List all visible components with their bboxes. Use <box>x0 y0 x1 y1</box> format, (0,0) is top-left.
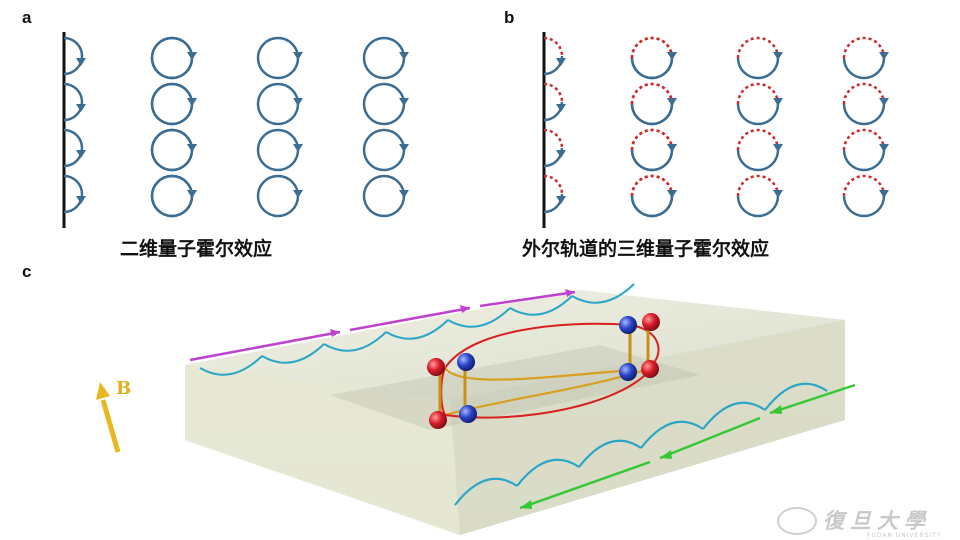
chiral-arrow-bottom <box>769 383 856 415</box>
cyclotron-orbit-a <box>150 128 197 172</box>
cyclotron-orbit-a <box>362 174 409 218</box>
arrow-head-top <box>330 329 340 337</box>
bottom-surface-fermi-arcs <box>454 382 856 510</box>
surface-arc-bottom <box>454 477 518 506</box>
edge-skipping-orbit-b <box>543 82 566 122</box>
surface-arc-top <box>199 355 263 376</box>
chiral-arrow-bottom <box>659 416 761 460</box>
chiral-arrow-top <box>479 290 576 308</box>
surface-arc-bottom <box>764 382 828 411</box>
fudan-university-watermark: 復旦大學 FUDAN UNIVERSITY <box>775 505 960 540</box>
cyclotron-orbit-a <box>256 174 303 218</box>
weyl-node-blue <box>619 316 637 334</box>
surface-arc-bottom <box>640 420 704 449</box>
magnetic-field-label: B <box>116 378 131 399</box>
cyclotron-orbit-a <box>150 174 197 218</box>
weyl-node-blue <box>459 405 477 423</box>
cyclotron-orbit-b <box>736 36 783 80</box>
cyclotron-orbit-b <box>630 82 677 126</box>
arrow-head-bottom <box>520 500 532 509</box>
chiral-arrow-top <box>349 306 471 332</box>
surface-arc-bottom <box>702 401 766 430</box>
cyclotron-orbit-b <box>736 82 783 126</box>
cyclotron-orbit-a <box>362 82 409 126</box>
surface-arc-bottom <box>516 458 580 487</box>
edge-skipping-orbit-a <box>63 82 86 122</box>
watermark-subtitle: FUDAN UNIVERSITY <box>867 532 942 539</box>
cyclotron-orbit-b <box>842 36 889 80</box>
caption-2d-quantum-hall: 二维量子霍尔效应 <box>120 238 273 260</box>
slab <box>185 290 845 535</box>
surface-arc-top <box>571 283 635 304</box>
weyl-node-blue <box>457 353 475 371</box>
surface-arc-top <box>385 319 449 340</box>
cyclotron-orbit-b <box>842 82 889 126</box>
cyclotron-orbit-b <box>842 174 889 218</box>
university-seal-icon <box>777 507 817 535</box>
cyclotron-orbit-a <box>256 128 303 172</box>
cyclotron-orbit-a <box>256 36 303 80</box>
arrow-head-top <box>460 305 470 313</box>
cyclotron-orbit-a <box>362 128 409 172</box>
chiral-arrow-bottom <box>519 460 651 510</box>
cyclotron-orbit-a <box>150 36 197 80</box>
edge-skipping-orbit-a <box>63 128 86 168</box>
panel-label-c: c <box>22 262 32 281</box>
weyl-nodes <box>427 313 660 429</box>
surface-arc-top <box>447 307 511 328</box>
cyclotron-orbit-b <box>630 36 677 80</box>
cyclotron-orbit-a <box>362 36 409 80</box>
cyclotron-orbit-b <box>736 128 783 172</box>
weyl-node-red <box>427 358 445 376</box>
weyl-node-red <box>429 411 447 429</box>
panel-label-a: a <box>22 8 32 27</box>
surface-arc-bottom <box>578 439 642 468</box>
top-surface-fermi-arcs <box>189 283 635 376</box>
weyl-node-red <box>642 313 660 331</box>
orbit-grids <box>62 32 889 228</box>
arrow-head-top <box>565 289 575 297</box>
cyclotron-orbit-b <box>630 174 677 218</box>
surface-arc-top <box>323 331 387 352</box>
surface-arc-top <box>261 343 325 364</box>
arrow-head-bottom <box>660 450 672 459</box>
weyl-node-red <box>641 360 659 378</box>
edge-skipping-orbit-b <box>543 174 566 214</box>
chiral-arrow-top <box>189 330 341 362</box>
edge-skipping-orbit-b <box>543 36 566 76</box>
cyclotron-orbit-b <box>842 128 889 172</box>
watermark-title: 復旦大學 <box>823 508 931 533</box>
surface-arc-top <box>509 295 573 316</box>
caption-3d-weyl-orbit-quantum-hall: 外尔轨道的三维量子霍尔效应 <box>522 238 770 260</box>
weyl-node-blue <box>619 363 637 381</box>
edge-skipping-orbit-a <box>63 36 86 76</box>
edge-skipping-orbit-a <box>63 174 86 214</box>
arrow-head-bottom <box>770 405 782 414</box>
cyclotron-orbit-a <box>256 82 303 126</box>
cyclotron-orbit-a <box>150 82 197 126</box>
cyclotron-orbit-b <box>630 128 677 172</box>
magnetic-field-arrow <box>96 382 121 453</box>
cyclotron-orbit-b <box>736 174 783 218</box>
edge-skipping-orbit-b <box>543 128 566 168</box>
panel-label-b: b <box>504 8 515 27</box>
